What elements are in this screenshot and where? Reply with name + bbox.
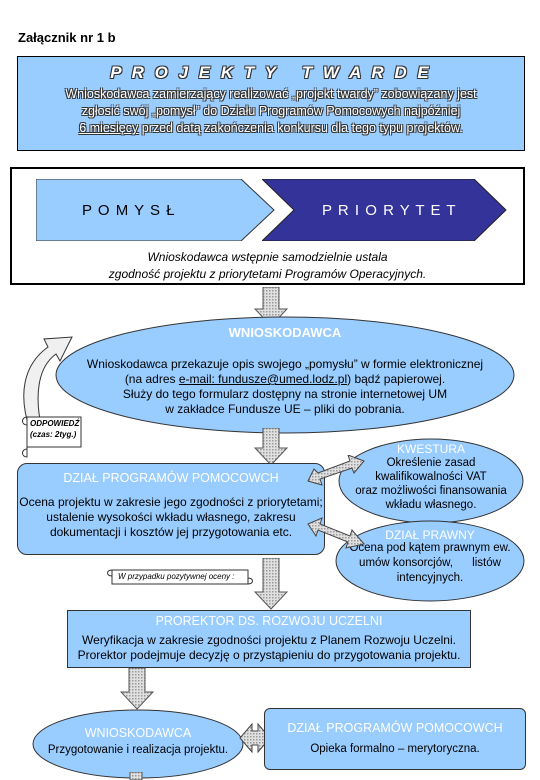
applicant-line2: (na adres e-mail: fundusze@umed.lodz.pl)…	[55, 372, 515, 387]
priority-box: P O M Y S Ł P R I O R Y T E T Wnioskodaw…	[10, 167, 525, 285]
applicant-ellipse-title: WNIOSKODAWCA	[228, 325, 342, 340]
dzial-line2: ustalenie wysokości wkładu własnego, zak…	[46, 510, 296, 524]
response-line1: ODPOWIEDŹ	[30, 419, 80, 428]
prorektor-text: Weryfikacja w zakresie zgodności projekt…	[68, 633, 470, 663]
return-arrow	[23, 336, 73, 431]
bottom-left-ellipse-shape	[32, 709, 244, 779]
page-title: Załącznik nr 1 b	[18, 30, 116, 45]
priority-note-line2: zgodność projektu z priorytetami Program…	[108, 267, 427, 281]
double-arrow-prawny	[307, 517, 365, 549]
dzial-prawny-line2: umów konsorcjów, listów	[359, 557, 501, 569]
down-arrow-4	[120, 668, 154, 710]
dzial-line1: Ocena projektu w zakresie jego zgodności…	[19, 495, 323, 509]
bottom-right-title: DZIAŁ PROGRAMÓW POMOCOWCH	[287, 721, 503, 735]
pomysl-label: P O M Y S Ł	[82, 202, 176, 219]
dzial-line3: dokumentacji i kosztów jej przygotowania…	[49, 525, 293, 539]
kwestura-line3: oraz możliwości finansowania	[355, 485, 507, 497]
response-scroll-text: ODPOWIEDŹ (czas: 2tyg.)	[30, 418, 79, 440]
dzial-prawny-ellipse-shape	[335, 520, 525, 602]
email-link[interactable]: e-mail: fundusze@umed.lodz.pl	[178, 372, 348, 386]
applicant-ellipse-shape	[55, 316, 515, 434]
prorektor-title: PROREKTOR DS. ROZWOJU UCZELNI	[155, 614, 383, 628]
applicant-line2-post: ) bądź papierowej.	[347, 372, 446, 386]
down-arrow-3	[254, 558, 288, 610]
dzial-prawny-line3: intencyjnych.	[396, 572, 464, 584]
pomysl-arrow	[36, 179, 275, 241]
kwestura-line2: kwalifikowalności VAT	[375, 471, 487, 483]
bottom-right-text: Opieka formalno – merytoryczna.	[310, 743, 480, 755]
projekty-twarde-text: Wnioskodawca zamierzający realizować „pr…	[18, 86, 524, 137]
projekty-twarde-line3: 6 miesięcy przed datą zakończenia konkur…	[18, 120, 524, 137]
priority-note: Wnioskodawca wstępnie samodzielnie ustal…	[12, 249, 523, 283]
projekty-twarde-line1: Wnioskodawca zamierzający realizować „pr…	[65, 87, 477, 101]
applicant-line3: Służy do tego formularz dostępny na stro…	[122, 387, 448, 401]
priorytet-label: P R I O R Y T E T	[322, 202, 457, 219]
dzial-programow-box: DZIAŁ PROGRAMÓW POMOCOWCH Ocena projektu…	[17, 463, 325, 555]
bottom-left-title: WNIOSKODAWCA	[84, 726, 192, 740]
kwestura-line4: wkładu własnego.	[385, 499, 477, 511]
kwestura-line1: Określenie zasad	[386, 457, 476, 469]
double-arrow-kwestura	[307, 455, 365, 486]
applicant-ellipse-text: Wnioskodawca przekazuje opis swojego „po…	[55, 357, 515, 417]
projekty-twarde-heading: P R O J E K T Y T W A R D E	[110, 63, 432, 82]
priorytet-arrow	[262, 179, 507, 241]
down-arrow-2	[254, 428, 288, 466]
dzial-prawny-title: DZIAŁ PRAWNY	[385, 528, 475, 542]
positive-scroll-shape	[107, 569, 253, 585]
applicant-line4: w zakładce Fundusze UE – pliki do pobran…	[165, 402, 405, 416]
deadline-rest: przed datą zakończenia konkursu dla tego…	[138, 121, 463, 135]
bottom-right-box: DZIAŁ PROGRAMÓW POMOCOWCH Opieka formaln…	[264, 708, 526, 770]
deadline-months: 6 miesięcy	[79, 121, 139, 135]
kwestura-text: Określenie zasad kwalifikowalności VAT o…	[338, 456, 524, 512]
bottom-left-text: Przygotowanie i realizacja projektu.	[47, 744, 229, 756]
response-line2: (czas: 2tyg.)	[30, 430, 77, 439]
down-arrow-5	[129, 772, 143, 780]
positive-scroll-text: W przypadku pozytywnej oceny :	[118, 572, 235, 581]
applicant-line1: Wnioskodawca przekazuje opis swojego „po…	[86, 357, 484, 371]
projekty-twarde-line2: zgłosić swój „pomysł” do Działu Programó…	[81, 104, 461, 118]
prorektor-line1: Weryfikacja w zakresie zgodności projekt…	[82, 633, 456, 647]
dzial-programow-text: Ocena projektu w zakresie jego zgodności…	[18, 495, 324, 540]
dzial-prawny-line1: Ocena pod kątem prawnym ew.	[349, 542, 511, 554]
kwestura-title: KWESTURA	[396, 442, 465, 456]
dzial-programow-title: DZIAŁ PROGRAMÓW POMOCOWCH	[63, 471, 279, 485]
prorektor-line2: Prorektor podejmuje decyzję o przystąpie…	[77, 648, 461, 662]
applicant-line2-pre: (na adres	[124, 372, 179, 386]
dzial-prawny-text: Ocena pod kątem prawnym ew. umów konsorc…	[335, 541, 525, 586]
priority-note-line1: Wnioskodawca wstępnie samodzielnie ustal…	[147, 250, 388, 264]
projekty-twarde-box: P R O J E K T Y T W A R D E Wnioskodawca…	[17, 56, 525, 151]
prorektor-box: PROREKTOR DS. ROZWOJU UCZELNI Weryfikacj…	[67, 610, 471, 668]
response-scroll-shape	[22, 416, 82, 458]
